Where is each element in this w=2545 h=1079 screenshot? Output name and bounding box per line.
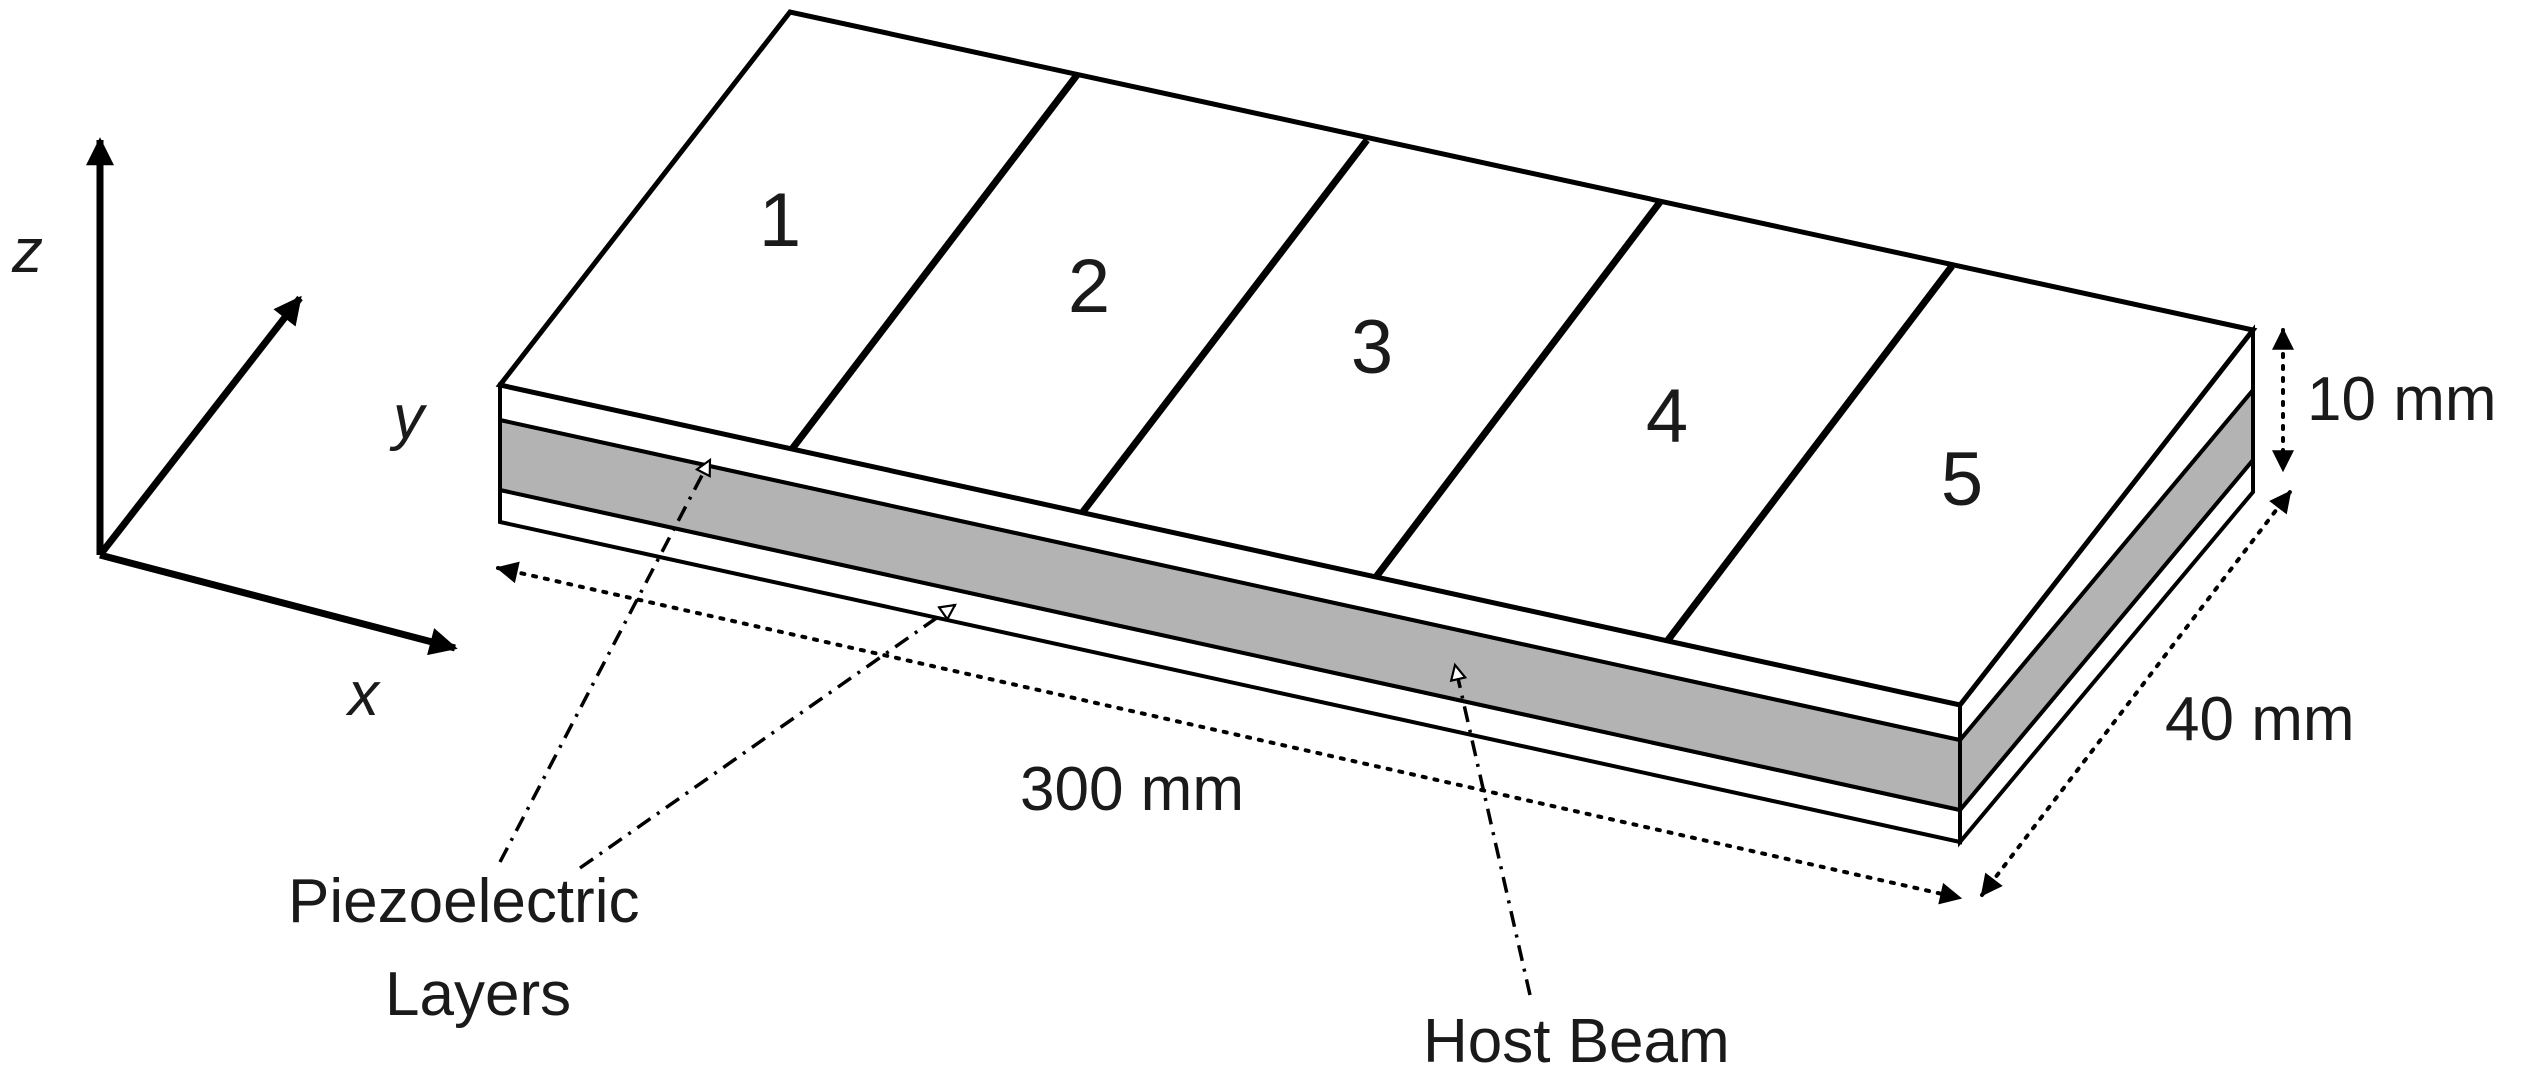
width-dimension-arrow xyxy=(1980,490,2292,897)
segment-label-1: 1 xyxy=(759,178,801,263)
segment-label-2: 2 xyxy=(1068,244,1110,329)
thickness-label: 10 mm xyxy=(2307,365,2496,434)
length-label: 300 mm xyxy=(1020,755,1244,824)
piezo-leader-bottom xyxy=(578,603,957,870)
beam-assembly: 1 2 3 4 5 xyxy=(495,9,2258,848)
host-beam-callout: Host Beam xyxy=(1423,1007,1730,1076)
segment-divider-2 xyxy=(1079,137,1370,516)
segment-divider-3 xyxy=(1373,199,1663,580)
x-axis-line xyxy=(99,551,458,656)
piezo-callout-line1: Piezoelectric xyxy=(288,867,639,936)
segment-label-4: 4 xyxy=(1646,374,1688,459)
z-axis-label: z xyxy=(11,217,43,286)
host-beam-leader xyxy=(1449,662,1532,996)
piezo-callout-line2: Layers xyxy=(385,960,571,1029)
callouts: Piezoelectric Layers Host Beam xyxy=(288,457,1730,1076)
coordinate-axes: z y x xyxy=(11,137,458,729)
segment-divider-1 xyxy=(789,72,1080,452)
piezo-leader-top xyxy=(498,457,712,863)
dimensions: 10 mm 40 mm 300 mm xyxy=(495,327,2496,905)
y-axis-line xyxy=(97,295,303,558)
segment-label-5: 5 xyxy=(1941,437,1983,522)
width-label: 40 mm xyxy=(2165,685,2354,754)
length-dimension-arrow xyxy=(495,561,1963,905)
x-axis-label: x xyxy=(345,660,381,729)
y-axis-label: y xyxy=(389,383,428,452)
segment-label-3: 3 xyxy=(1351,305,1393,390)
